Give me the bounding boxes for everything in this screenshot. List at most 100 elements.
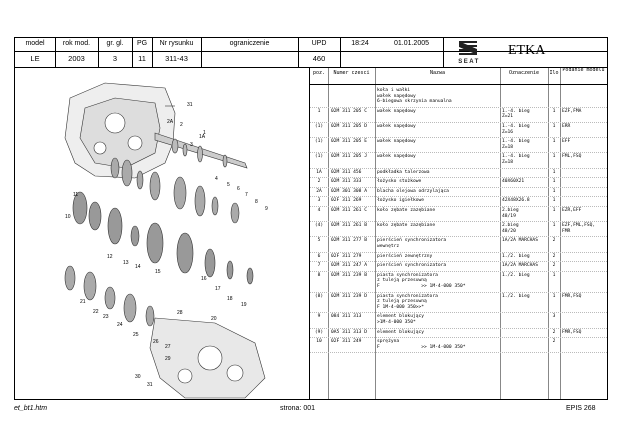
cell-name-line: koło zębate zazębiane [377, 223, 436, 229]
diagram-callout: 10 [65, 214, 71, 220]
cell-name-line: koło zębate zazębiane [377, 208, 436, 213]
cell-name-line: F >> 1M-4-000 350* [377, 344, 466, 350]
header-value-group: 3 [112, 54, 118, 63]
diagram-callout: 21 [80, 299, 86, 305]
diagram-callout: 7 [245, 192, 248, 198]
cell-mark-line: 1./2. bieg [502, 293, 530, 299]
diagram-callout: 14 [135, 264, 141, 270]
seat-logo: SEAT [443, 38, 495, 67]
cell-qty: 1 [552, 188, 556, 194]
cell-model-line: EZF,FMA [562, 108, 582, 114]
cell-part-number: 02F 311 249 [331, 339, 362, 345]
diagram-callout: 8 [255, 199, 258, 205]
diagram-callout: 1A [199, 134, 206, 140]
cell-mark-line: 42X48X26.8 [502, 198, 530, 204]
cell-qty: 1 [552, 108, 556, 114]
header-value-upd: 460 [312, 54, 326, 63]
footer-page: strona: 001 [280, 405, 316, 412]
diagram-callout: 3 [190, 142, 193, 148]
cell-name-line: wałek napędowy [377, 108, 416, 114]
cell-qty: 2 [552, 339, 556, 345]
app-title: ETKA [508, 43, 546, 58]
diagram-callout: 11 [73, 192, 78, 198]
cell-name-line: wałek napędowy [377, 93, 416, 99]
cell-part-number: 02M 311 333 [331, 179, 362, 185]
cell-mark-line: 1./2. bieg [502, 272, 530, 278]
cell-model-line: ERR [562, 124, 571, 129]
cell-pos: 8 [317, 272, 321, 278]
cell-part-number: 02M 311 261 C [331, 208, 367, 213]
cell-pos: 1A [316, 169, 322, 175]
cell-pos: 2 [317, 179, 321, 185]
cell-pos: (1) [314, 139, 324, 145]
header-value-drawing: 311-43 [165, 54, 188, 63]
cell-qty: 1 [552, 198, 556, 204]
cell-name-line: piasta synchronizatora [377, 293, 438, 299]
cell-pos: 1 [317, 108, 321, 114]
cell-part-number: 02M 311 205 J [331, 154, 367, 160]
cell-mark-line: 1A/2A MARCHAS [502, 238, 538, 244]
cell-qty: 2 [552, 329, 556, 335]
cell-part-number: 02F 311 269 [331, 198, 362, 204]
diagram-callout: 23 [103, 314, 109, 320]
cell-name-line: >1M-4-000 350* [377, 319, 416, 325]
cell-qty: 1 [552, 223, 556, 229]
diagram-callout: 4 [215, 176, 218, 182]
header-label-pg: PG [136, 40, 148, 47]
cell-qty: 1 [552, 154, 556, 160]
cell-name-line: pierścień synchronizatora [377, 263, 447, 269]
brand-text: SEAT [458, 59, 480, 65]
diagram-callout: 27 [165, 344, 171, 350]
cell-name-line: wewnętrz [377, 243, 400, 249]
cell-name-line: element blokujący [377, 314, 425, 320]
header-label-upd: UPD [311, 40, 327, 47]
header-date: 01.01.2005 [393, 40, 430, 47]
cell-pos: 9 [317, 314, 321, 320]
col-header-model: Podanie modelu [562, 67, 605, 73]
cell-name-line: blacha olejowa odrzylająca [377, 188, 449, 194]
cell-mark-line: 1.-4. bieg [502, 154, 530, 160]
cell-name-line: wałek napędowy [377, 124, 416, 129]
diagram-callout: 1 [203, 130, 206, 136]
diagram-callout: 2A [167, 119, 174, 125]
cell-qty: 2 [552, 263, 556, 269]
cell-part-number: 02M 311 239 D [331, 293, 367, 299]
header-label-restriction: ograniczenie [229, 40, 270, 47]
cell-name-line: łożysko igiełkowe [377, 198, 425, 204]
cell-part-number: 02M 311 261 B [331, 223, 367, 229]
diagram-callout: 24 [117, 322, 123, 328]
cell-qty: 1 [552, 179, 556, 185]
cell-name-line: pierścień synchronizatora [377, 238, 447, 244]
cell-mark-line: Z=18 [502, 159, 514, 165]
cell-name-line: podkładka talerzowa [377, 169, 430, 175]
cell-part-number: 02M 311 239 B [331, 272, 367, 278]
cell-model-line: EZF,FML,FSQ, [562, 223, 596, 229]
cell-mark-line: 1A/2A MARCHAS [502, 263, 538, 269]
cell-name-line: F 1M-4-000 350>>* [377, 304, 425, 310]
cell-name-line: 6-biegowa skrzynia manualna [377, 99, 452, 105]
cell-qty: 1 [552, 124, 556, 129]
cell-part-number: 02M 301 308 A [331, 188, 367, 194]
header-bar: model rok mod. gr. gl. PG Nr rysunku ogr… [14, 37, 608, 68]
header-time: 18:24 [351, 40, 369, 47]
